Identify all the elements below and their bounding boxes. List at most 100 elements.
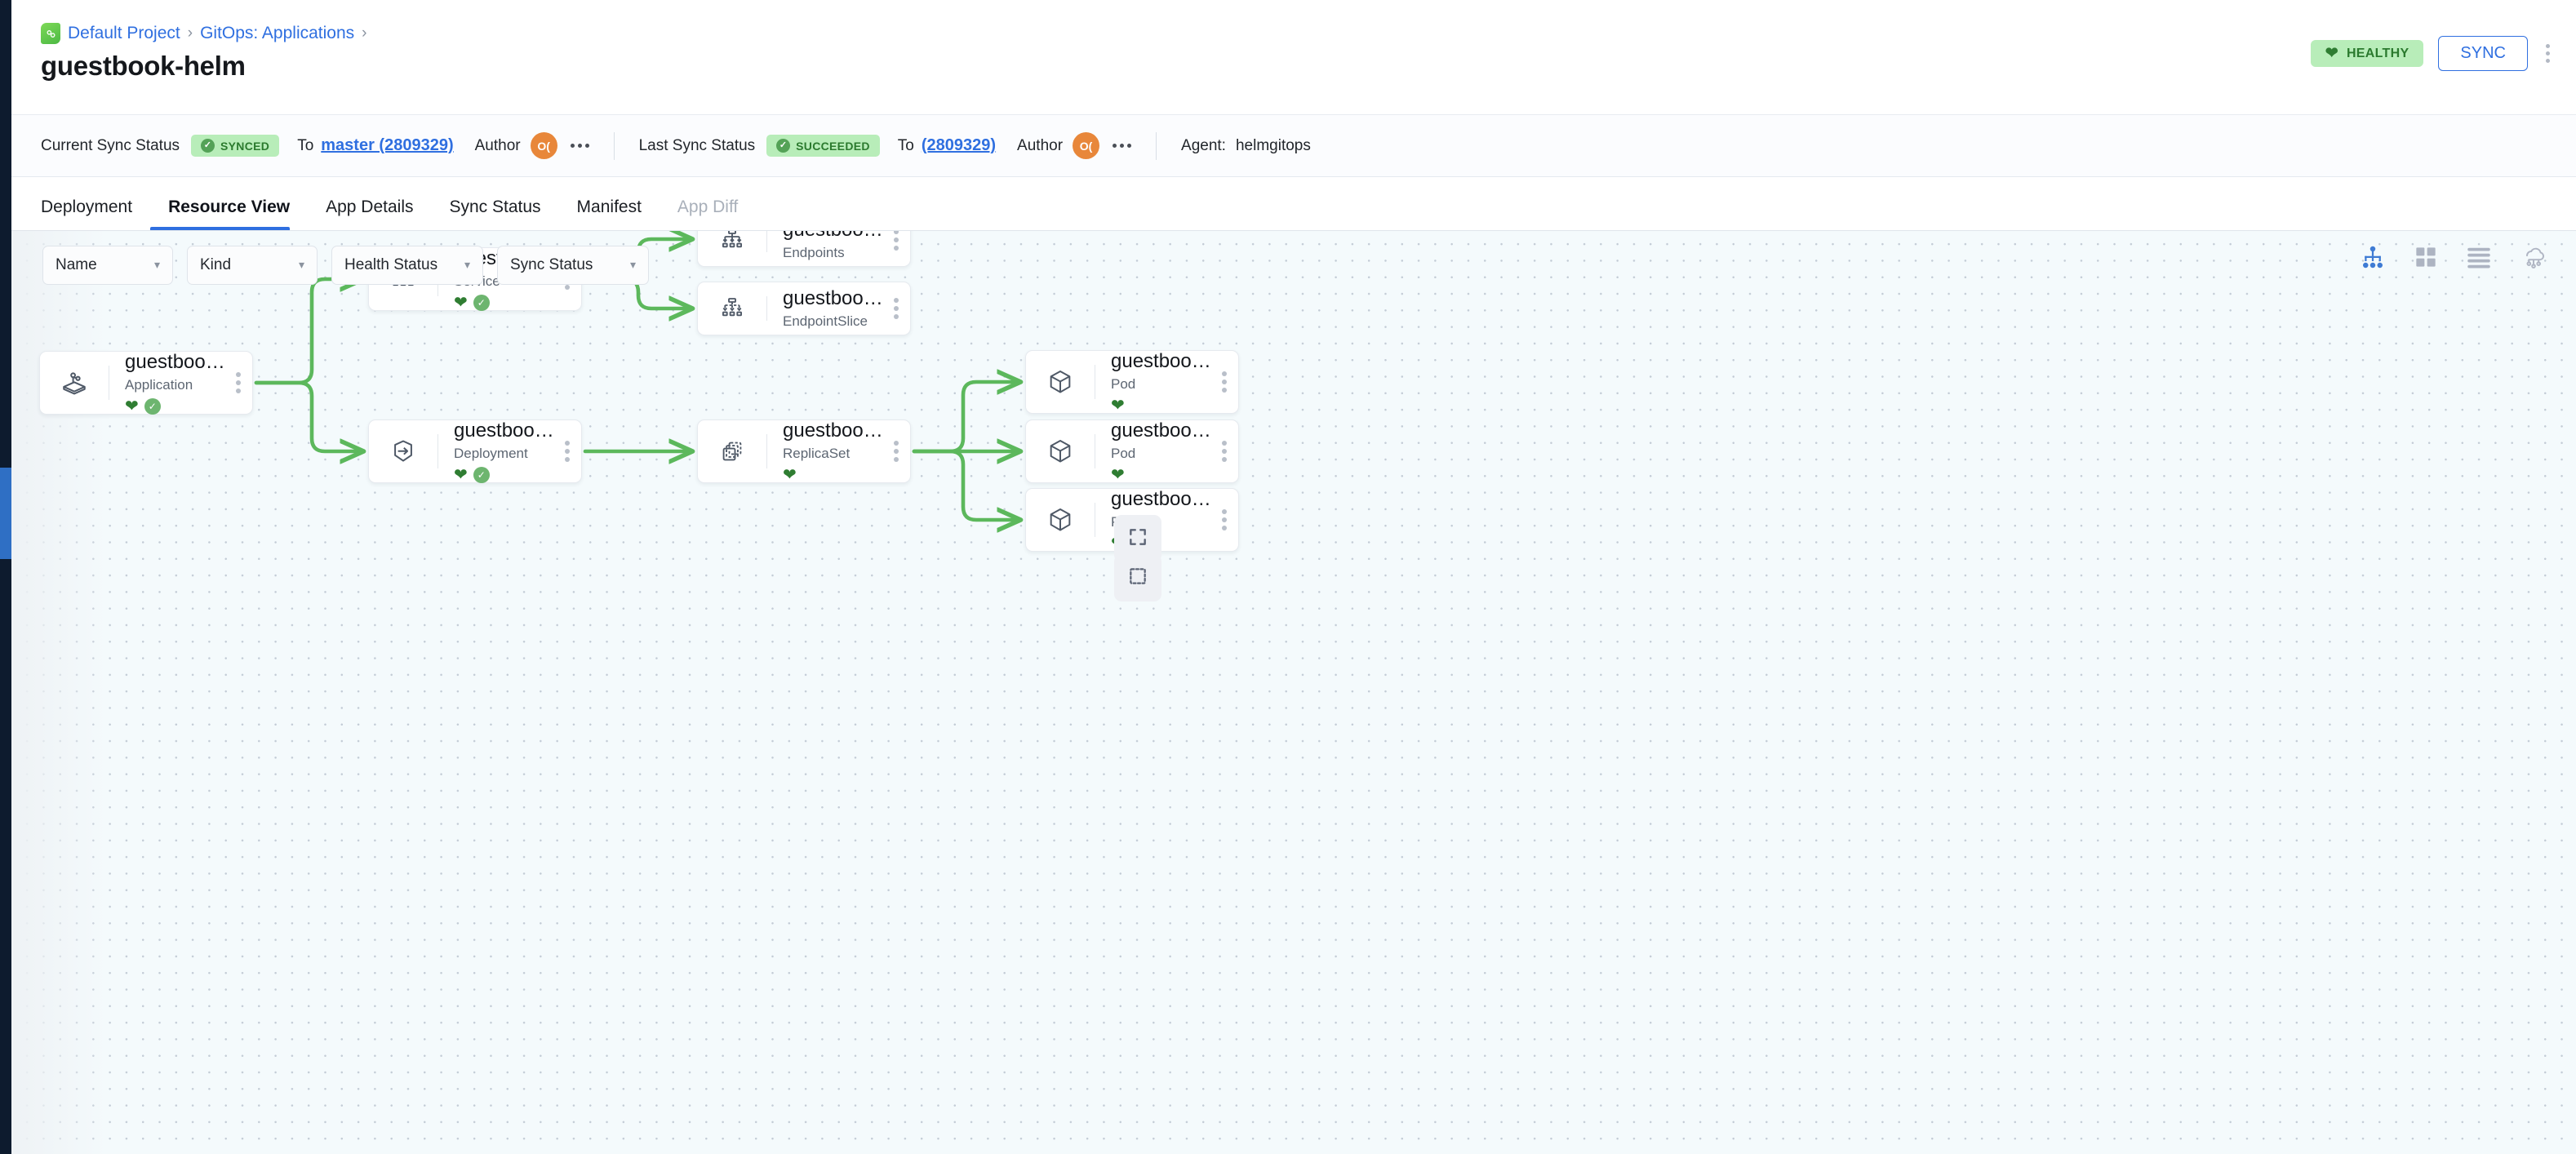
tab-deployment[interactable]: Deployment (41, 198, 133, 216)
node-badges: ❤ (783, 466, 884, 484)
node-body: guestbook-helm-helm-g... ReplicaSet ❤ (767, 419, 894, 483)
node-divider (766, 231, 767, 252)
kind-filter[interactable]: Kind ▾ (187, 245, 318, 285)
view-toggle-group (2361, 245, 2547, 269)
heart-icon: ❤ (1111, 465, 1125, 484)
select-box-icon (1127, 566, 1148, 591)
synced-badge-label: SYNCED (220, 139, 270, 153)
node-divider (437, 434, 438, 468)
avatar[interactable]: O( (530, 132, 557, 159)
heart-icon: ❤ (454, 293, 468, 312)
current-author-label: Author (474, 136, 521, 154)
node-kind: EndpointSlice (783, 313, 868, 330)
tab-sync-status[interactable]: Sync Status (449, 198, 541, 216)
breadcrumb-item-gitops-applications[interactable]: GitOps: Applications (200, 24, 355, 42)
sync-check-icon: ✓ (473, 294, 490, 311)
replicaset-icon (698, 438, 766, 464)
node-kind: ReplicaSet (783, 446, 851, 462)
last-sync-status-label: Last Sync Status (638, 136, 756, 154)
graph-node-application[interactable]: guestbook-helm Application ❤ ✓ (39, 351, 253, 415)
last-revision-link[interactable]: (2809329) (921, 136, 997, 154)
page-title: guestbook-helm (41, 51, 246, 81)
graph-node-pod-1[interactable]: guestbook-helm-helm-g... Pod ❤ (1025, 350, 1239, 414)
graph-node-deployment[interactable]: guestbook-helm-helm-g... Deployment ❤ ✓ (368, 419, 582, 483)
avatar[interactable]: O( (1073, 132, 1100, 159)
node-kind: Application (125, 377, 193, 393)
tab-app-diff: App Diff (677, 198, 739, 216)
heart-icon: ❤ (2325, 45, 2338, 62)
divider-2 (1156, 131, 1157, 160)
header-actions: ❤ HEALTHY SYNC (2310, 36, 2553, 71)
select-box-button[interactable] (1114, 554, 1161, 601)
grid-view-icon[interactable] (2414, 246, 2437, 269)
sidebar-active-indicator[interactable] (0, 468, 11, 559)
name-filter[interactable]: Name ▾ (42, 245, 173, 285)
divider-1 (613, 131, 615, 160)
agent-label: Agent: (1181, 136, 1226, 154)
status-badge-succeeded: ✓ SUCCEEDED (766, 135, 880, 157)
tree-view-icon[interactable] (2361, 245, 2385, 269)
succeeded-badge-label: SUCCEEDED (796, 139, 870, 153)
global-sidebar-rail (0, 0, 11, 1154)
graph-node-pod-2[interactable]: guestbook-helm-helm-g... Pod ❤ (1025, 419, 1239, 483)
network-topology-icon[interactable] (2520, 245, 2547, 269)
sync-check-icon: ✓ (473, 466, 490, 483)
node-menu-icon[interactable] (565, 441, 581, 462)
chevron-down-icon: ▾ (298, 258, 304, 271)
sync-check-icon: ✓ (144, 397, 161, 415)
tab-manifest[interactable]: Manifest (576, 198, 642, 216)
sync-button[interactable]: SYNC (2438, 36, 2528, 71)
current-revision-link[interactable]: master (2809329) (321, 136, 454, 154)
name-filter-label: Name (56, 255, 97, 273)
node-menu-icon[interactable] (894, 298, 910, 319)
sync-status-filter[interactable]: Sync Status ▾ (497, 245, 649, 285)
node-menu-icon[interactable] (236, 372, 252, 393)
current-sync-more-icon[interactable] (570, 144, 589, 148)
heart-icon: ❤ (125, 397, 139, 415)
kebab-menu-icon[interactable] (2543, 41, 2553, 66)
node-title: guestbook-helm-helm-g... (783, 419, 884, 442)
node-body: guestbook-helm-helm-g... EndpointSlice (767, 286, 894, 330)
pod-icon (1026, 368, 1095, 396)
sync-status-filter-label: Sync Status (510, 255, 593, 273)
node-badges: ❤ ✓ (125, 397, 226, 415)
resource-graph-canvas[interactable]: Name ▾ Kind ▾ Health Status ▾ Sync Statu… (11, 231, 2576, 1154)
node-body: guestbook-helm-helm-g... Pod ❤ (1095, 419, 1222, 483)
node-title: guestbook-helm (125, 351, 226, 374)
node-badges: ❤ (1111, 466, 1212, 484)
status-badge-synced: ✓ SYNCED (191, 135, 280, 157)
current-sync-status-label: Current Sync Status (41, 136, 180, 154)
filter-bar: Name ▾ Kind ▾ Health Status ▾ Sync Statu… (11, 231, 2576, 299)
node-menu-icon[interactable] (1222, 509, 1238, 530)
chevron-down-icon: ▾ (464, 258, 470, 271)
health-status-filter[interactable]: Health Status ▾ (331, 245, 483, 285)
breadcrumb-item-default-project[interactable]: Default Project (68, 24, 180, 42)
node-body: guestbook-helm Application ❤ ✓ (109, 350, 236, 415)
status-badge-health: ❤ HEALTHY (2310, 40, 2424, 67)
last-sync-more-icon[interactable] (1113, 144, 1132, 148)
tab-resource-view[interactable]: Resource View (150, 198, 308, 230)
node-menu-icon[interactable] (1222, 441, 1238, 462)
agent-info: Agent:helmgitops (1181, 137, 1311, 155)
node-kind: Pod (1111, 376, 1136, 393)
graph-edges (254, 231, 2576, 1154)
application-icon (40, 369, 109, 397)
node-title: guestbook-helm-helm-g... (454, 419, 555, 442)
tab-app-details[interactable]: App Details (326, 198, 414, 216)
node-menu-icon[interactable] (894, 441, 910, 462)
breadcrumb-separator-2: › (362, 24, 367, 42)
check-circle-icon: ✓ (776, 139, 791, 153)
pod-icon (1026, 437, 1095, 465)
node-badges: ❤ (1111, 397, 1212, 415)
heart-icon: ❤ (1111, 396, 1125, 415)
node-menu-icon[interactable] (1222, 371, 1238, 393)
breadcrumb: Default Project › GitOps: Applications › (41, 23, 366, 44)
node-menu-icon[interactable] (894, 231, 910, 251)
list-view-icon[interactable] (2467, 246, 2491, 269)
last-author-label: Author (1017, 136, 1064, 154)
graph-node-endpointslice[interactable]: guestbook-helm-helm-g... EndpointSlice (697, 282, 911, 335)
endpoints-icon (698, 231, 766, 253)
app-header: Default Project › GitOps: Applications ›… (11, 0, 2576, 115)
graph-node-replicaset[interactable]: guestbook-helm-helm-g... ReplicaSet ❤ (697, 419, 911, 483)
graph-node-endpoints[interactable]: guestbook-helm-helm-g... Endpoints (697, 231, 911, 267)
